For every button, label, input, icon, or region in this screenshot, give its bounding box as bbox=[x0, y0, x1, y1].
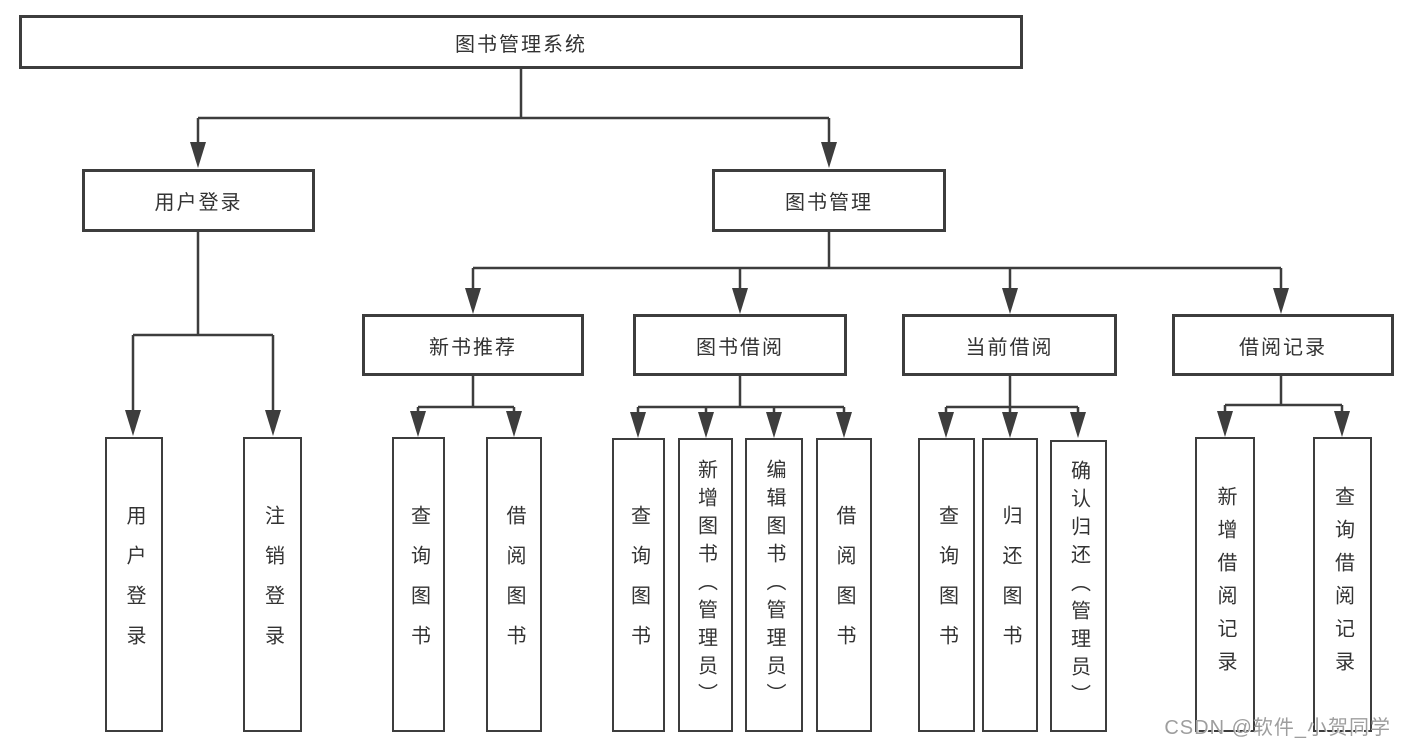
leaf-logout-login: 注销登录 bbox=[243, 437, 302, 732]
node-book-borrow: 图书借阅 bbox=[633, 314, 847, 376]
leaf-query-books-recommend-label: 查询图书 bbox=[407, 504, 430, 665]
leaf-edit-books-admin-label: 编辑图书（管理员） bbox=[763, 459, 785, 711]
leaf-borrow-books-recommend: 借阅图书 bbox=[486, 437, 542, 732]
node-book-borrow-label: 图书借阅 bbox=[696, 336, 784, 359]
node-current-borrow-label: 当前借阅 bbox=[965, 336, 1054, 359]
leaf-query-books-recommend: 查询图书 bbox=[392, 437, 445, 732]
leaf-confirm-return-admin: 确认归还（管理员） bbox=[1050, 440, 1107, 732]
leaf-edit-books-admin: 编辑图书（管理员） bbox=[745, 438, 803, 732]
leaf-query-books-current: 查询图书 bbox=[918, 438, 975, 732]
leaf-query-books-current-label: 查询图书 bbox=[935, 505, 958, 665]
leaf-user-login: 用户登录 bbox=[105, 437, 163, 732]
leaf-logout-login-label: 注销登录 bbox=[261, 504, 284, 665]
node-root-label: 图书管理系统 bbox=[455, 33, 587, 56]
leaf-borrow-books-label: 借阅图书 bbox=[833, 505, 855, 665]
csdn-watermark: CSDN @软件_小贺同学 bbox=[1164, 717, 1391, 739]
node-current-borrow: 当前借阅 bbox=[902, 314, 1117, 376]
node-user-login-label: 用户登录 bbox=[154, 192, 243, 214]
leaf-query-borrow-record: 查询借阅记录 bbox=[1313, 437, 1372, 732]
leaf-user-login-label: 用户登录 bbox=[123, 504, 145, 665]
node-book-management-label: 图书管理 bbox=[785, 192, 873, 214]
leaf-return-books-label: 归还图书 bbox=[999, 505, 1021, 665]
leaf-query-books-borrow: 查询图书 bbox=[612, 438, 665, 732]
node-user-login: 用户登录 bbox=[82, 169, 315, 232]
leaf-query-borrow-record-label: 查询借阅记录 bbox=[1331, 485, 1354, 684]
leaf-borrow-books-recommend-label: 借阅图书 bbox=[503, 504, 525, 665]
leaf-add-borrow-record-label: 新增借阅记录 bbox=[1214, 485, 1236, 684]
leaf-confirm-return-admin-label: 确认归还（管理员） bbox=[1067, 460, 1090, 712]
node-new-book-recommend-label: 新书推荐 bbox=[429, 336, 517, 359]
node-new-book-recommend: 新书推荐 bbox=[362, 314, 584, 376]
leaf-add-borrow-record: 新增借阅记录 bbox=[1195, 437, 1255, 732]
node-root: 图书管理系统 bbox=[19, 15, 1023, 69]
node-borrow-records-label: 借阅记录 bbox=[1239, 336, 1327, 359]
leaf-borrow-books: 借阅图书 bbox=[816, 438, 872, 732]
leaf-return-books: 归还图书 bbox=[982, 438, 1038, 732]
leaf-add-books-admin: 新增图书（管理员） bbox=[678, 438, 733, 732]
leaf-query-books-borrow-label: 查询图书 bbox=[627, 505, 650, 665]
node-book-management: 图书管理 bbox=[712, 169, 946, 232]
leaf-add-books-admin-label: 新增图书（管理员） bbox=[694, 459, 717, 711]
node-borrow-records: 借阅记录 bbox=[1172, 314, 1394, 376]
